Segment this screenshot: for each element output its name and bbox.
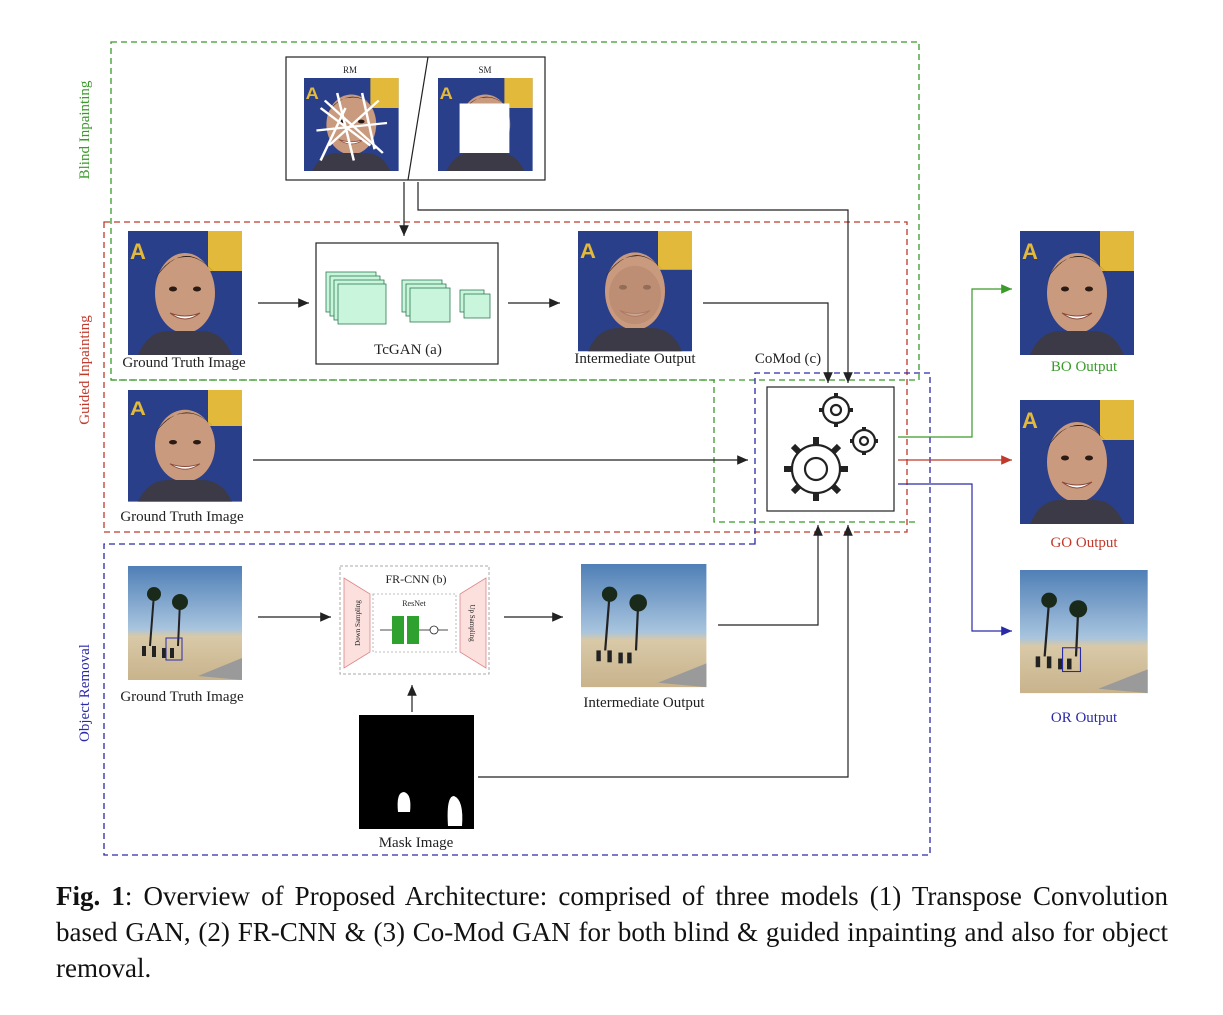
connector-arrows xyxy=(253,182,853,778)
mask-label: Mask Image xyxy=(379,835,454,851)
resnet-block-2 xyxy=(407,616,419,644)
intermediate-beach-output-image xyxy=(579,562,708,689)
go-output-image xyxy=(1019,399,1135,525)
figure-number: Fig. 1 xyxy=(56,881,125,911)
blind-region-label: Blind Inpainting xyxy=(77,80,93,179)
go-label: GO Output xyxy=(1050,535,1118,551)
rm-label: RM xyxy=(343,65,357,75)
bo-label: BO Output xyxy=(1051,359,1118,375)
object-region-box xyxy=(103,372,931,856)
tcgan-label: TcGAN (a) xyxy=(374,342,442,358)
comod-label: CoMod (c) xyxy=(755,351,821,367)
up-label: Up Sampling xyxy=(468,604,476,642)
rm-masked-face-image xyxy=(303,77,400,172)
gears-icon xyxy=(784,393,878,501)
sm-label: SM xyxy=(478,65,491,75)
int1-label: Intermediate Output xyxy=(574,351,696,367)
figure-caption: Fig. 1: Overview of Proposed Architectur… xyxy=(56,878,1168,986)
caption-text: : Overview of Proposed Architecture: com… xyxy=(56,881,1168,983)
up-sampling-block xyxy=(459,577,487,669)
object-region-label: Object Removal xyxy=(77,644,93,742)
tcgan-layers xyxy=(325,271,491,325)
ground-truth-face-image-1 xyxy=(127,230,243,356)
frcnn-label: FR-CNN (b) xyxy=(385,572,446,586)
resnet-block-1 xyxy=(392,616,404,644)
bo-output-image xyxy=(1019,230,1135,356)
gt1-label: Ground Truth Image xyxy=(122,355,246,371)
down-sampling-block xyxy=(343,577,371,669)
int2-label: Intermediate Output xyxy=(583,695,705,711)
gt2-label: Ground Truth Image xyxy=(120,509,244,525)
down-label: Down Sampling xyxy=(354,600,362,646)
sm-masked-face-image xyxy=(437,77,534,172)
bo-arrow xyxy=(898,284,1012,438)
or-label: OR Output xyxy=(1051,710,1118,726)
guided-region-label: Guided Inpainting xyxy=(77,315,93,425)
intermediate-face-output-image xyxy=(577,230,693,352)
gt3-label: Ground Truth Image xyxy=(120,689,244,705)
blind-region-lower-box xyxy=(111,379,919,523)
resnet-label: ResNet xyxy=(402,599,426,608)
architecture-diagram: A Blind Inpainting Guided Inpainting Obj… xyxy=(77,41,1149,856)
guided-region-box xyxy=(103,221,908,533)
ground-truth-beach-image xyxy=(127,565,243,681)
ground-truth-face-image-2 xyxy=(127,389,243,503)
or-output-image xyxy=(1018,568,1149,695)
or-arrow xyxy=(898,483,1012,636)
